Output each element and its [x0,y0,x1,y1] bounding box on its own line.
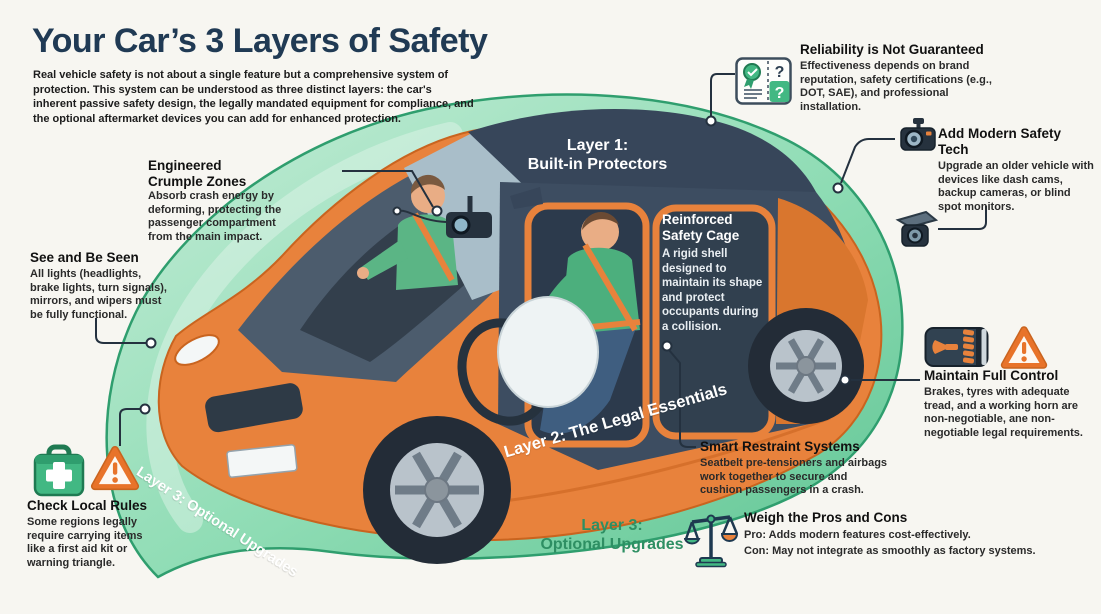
layer1-label-line2: Built-in Protectors [527,156,668,173]
backup-camera-icon [892,208,939,258]
headlight [174,334,220,366]
airbag [497,296,599,408]
svg-text:?: ? [775,64,785,81]
local-rules-body: Some regions legally require carrying it… [27,516,143,569]
certificate-question-icon: ? ? [735,57,792,110]
rocker-line [469,416,831,507]
local-rules-title: Check Local Rules [27,498,148,513]
safety-cage-label: Reinforced Safety Cage A rigid shell des… [662,212,766,334]
warning-triangle-icon [998,323,1050,375]
crumple-zones-title: Engineered Crumple Zones [148,158,247,189]
dash-cam-icon [897,116,939,163]
pros-cons-title: Weigh the Pros and Cons [744,510,908,525]
wing-mirror [510,187,543,209]
layer3-label-line1: Layer 3: [581,517,643,534]
full-control-title: Maintain Full Control [924,368,1059,383]
safety-cage-title: Reinforced Safety Cage [662,212,740,243]
layer3-label: Layer 3: Optional Upgrades [538,516,686,554]
intro-paragraph: Real vehicle safety is not about a singl… [33,69,474,125]
front-wheel [363,416,511,564]
safety-cage-body: A rigid shell designed to maintain its s… [662,248,763,333]
restraint-title: Smart Restraint Systems [700,439,860,454]
restraint-body: Seatbelt pre-tensioners and airbags work… [700,457,888,497]
layer3-label-line2: Optional Upgrades [540,536,684,553]
pros-cons-pro: Pro: Adds modern features cost-effective… [744,529,971,541]
dashcam-on-windshield [392,196,492,238]
crumple-zones-body: Absorb crash energy by deforming, protec… [148,190,282,243]
rear-wheel [748,308,864,424]
modern-tech-title: Add Modern Safety Tech [938,126,1062,157]
roof [468,108,816,204]
see-and-be-seen-title: See and Be Seen [30,250,139,265]
tyre-horn-icon [924,325,992,374]
pros-cons-con: Con: May not integrate as smoothly as fa… [744,545,1036,557]
see-and-be-seen-body: All lights (headlights, brake lights, tu… [30,268,167,321]
reliability-title: Reliability is Not Guaranteed [800,42,984,57]
svg-text:?: ? [775,85,785,102]
grille [205,383,303,433]
layer1-label: Layer 1: Built-in Protectors [515,136,680,174]
balance-scale-icon [683,506,739,573]
first-aid-kit-icon [32,444,86,505]
layer1-label-line1: Layer 1: [566,137,629,154]
warning-triangle-icon [88,437,142,502]
reliability-body: Effectiveness depends on brand reputatio… [800,60,992,113]
license-plate [226,444,298,478]
page-title: Your Car’s 3 Layers of Safety [32,22,488,60]
full-control-body: Brakes, tyres with adequate tread, and a… [924,386,1083,439]
modern-tech-body: Upgrade an older vehicle with devices li… [938,160,1094,213]
